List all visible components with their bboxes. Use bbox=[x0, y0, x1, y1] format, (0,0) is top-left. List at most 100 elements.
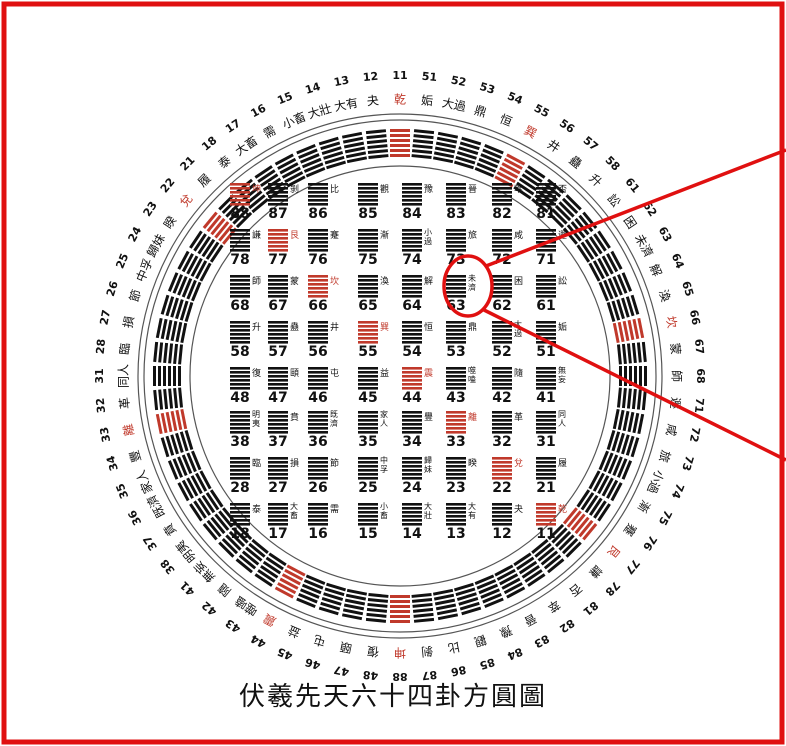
hexagram-name: 兌 bbox=[514, 458, 523, 469]
hexagram-number: 27 bbox=[268, 480, 287, 496]
ring-hexagram-name: 頤 bbox=[339, 639, 354, 655]
grid-hexagram: 坎66 bbox=[308, 275, 339, 314]
hexagram-name: 姤 bbox=[558, 321, 567, 333]
grid-hexagram: 兌22 bbox=[492, 457, 523, 496]
grid-hexagram: 震44 bbox=[402, 367, 433, 406]
hexagram-number: 37 bbox=[268, 434, 287, 450]
grid-hexagram: 恒54 bbox=[402, 321, 433, 360]
ring-inner-border bbox=[189, 165, 611, 587]
ring-hexagram-symbol bbox=[390, 129, 410, 157]
ring-hexagram-symbol bbox=[616, 387, 647, 411]
ring-hexagram-name: 中孚 bbox=[133, 256, 156, 284]
callout-line-lower bbox=[483, 308, 786, 462]
hexagram-symbol bbox=[358, 411, 378, 434]
hexagram-number: 58 bbox=[230, 344, 249, 360]
hexagram-name: 謙 bbox=[252, 229, 261, 241]
ring-hexagram-name: 鼎 bbox=[472, 103, 488, 120]
ring-hexagram-name: 觀 bbox=[472, 632, 488, 649]
ring-hexagram-number: 86 bbox=[449, 663, 467, 679]
ring-hexagram-name: 同人 bbox=[117, 364, 131, 388]
hexagram-number: 41 bbox=[536, 390, 555, 406]
hexagram-name: 訟 bbox=[558, 275, 567, 287]
hexagram-number: 35 bbox=[358, 434, 377, 450]
ring-hexagram-symbol bbox=[411, 129, 435, 160]
ring-hexagram-name: 需 bbox=[261, 123, 278, 141]
highlight-ellipse bbox=[442, 254, 494, 318]
ring-hexagram-symbol bbox=[513, 552, 546, 587]
ring-hexagram-number: 81 bbox=[581, 598, 601, 618]
hexagram-number: 36 bbox=[308, 434, 327, 450]
ring-hexagram-number: 15 bbox=[275, 89, 294, 107]
hexagram-number: 47 bbox=[268, 390, 287, 406]
ring-hexagram-symbol bbox=[612, 317, 645, 344]
hexagram-symbol bbox=[536, 183, 556, 206]
hexagram-symbol bbox=[308, 411, 328, 434]
hexagram-name: 需 bbox=[330, 504, 339, 515]
ring-hexagram-name: 履 bbox=[195, 171, 213, 189]
ring-hexagram-number: 68 bbox=[694, 368, 707, 383]
ring-hexagram-name: 井 bbox=[545, 137, 563, 155]
ring-hexagram-name: 益 bbox=[286, 623, 302, 641]
ring-hexagram-number: 31 bbox=[93, 368, 106, 383]
hexagram-name: 旅 bbox=[468, 229, 477, 241]
ring-hexagram-number: 77 bbox=[622, 557, 642, 577]
hexagram-name: 革 bbox=[514, 411, 523, 423]
hexagram-symbol bbox=[268, 503, 288, 526]
grid-hexagram: 節26 bbox=[308, 457, 339, 496]
grid-hexagram: 艮77 bbox=[268, 229, 299, 268]
ring-hexagram: 蠱57 bbox=[531, 134, 601, 214]
hexagram-number: 76 bbox=[308, 252, 327, 268]
grid-hexagram: 觀85 bbox=[358, 183, 389, 222]
hexagram-name: 頤 bbox=[290, 368, 299, 379]
ring-hexagram-symbol bbox=[318, 582, 347, 616]
ring-hexagram-number: 37 bbox=[141, 533, 160, 553]
ring-hexagram: 比86 bbox=[432, 588, 467, 679]
hexagram-symbol bbox=[446, 321, 466, 344]
hexagram-name: 中孚 bbox=[380, 455, 388, 474]
ring-hexagram-number: 45 bbox=[275, 645, 294, 663]
hexagram-name: 臨 bbox=[252, 457, 261, 469]
ring-hexagram-name: 渙 bbox=[656, 288, 673, 304]
ring-hexagram-name: 夬 bbox=[366, 93, 379, 108]
ring-hexagram: 姤51 bbox=[411, 70, 438, 160]
ring-hexagram-number: 24 bbox=[126, 224, 145, 244]
ring-hexagram-number: 74 bbox=[669, 481, 687, 500]
ring-hexagram-number: 32 bbox=[94, 397, 108, 414]
hexagram-symbol bbox=[402, 367, 422, 390]
grid-hexagram: 臨28 bbox=[230, 457, 261, 496]
ring-hexagram-name: 艮 bbox=[605, 542, 623, 560]
ring-hexagram-symbol bbox=[153, 387, 184, 411]
grid-hexagram: 晉83 bbox=[446, 183, 477, 222]
hexagram-name: 井 bbox=[330, 321, 339, 333]
hexagram-symbol bbox=[492, 229, 512, 252]
hexagram-number: 17 bbox=[268, 526, 287, 542]
ring-hexagram-symbol bbox=[177, 470, 212, 502]
hexagram-symbol bbox=[268, 457, 288, 480]
ring-hexagram-number: 16 bbox=[249, 101, 269, 120]
ring-hexagram-name: 隨 bbox=[215, 581, 234, 600]
grid-hexagram: 損27 bbox=[268, 457, 299, 496]
hexagram-number: 87 bbox=[268, 206, 287, 222]
hexagram-number: 66 bbox=[308, 298, 327, 314]
hexagram-symbol bbox=[268, 321, 288, 344]
grid-hexagram: 蹇76 bbox=[308, 229, 339, 268]
hexagram-symbol bbox=[402, 457, 422, 480]
grid-hexagram: 師68 bbox=[230, 275, 261, 314]
hexagram-number: 34 bbox=[402, 434, 422, 450]
ring-hexagram-number: 41 bbox=[178, 578, 198, 598]
grid-hexagram: 井56 bbox=[308, 321, 339, 360]
hexagram-name: 睽 bbox=[468, 457, 477, 469]
hexagram-number: 81 bbox=[536, 206, 555, 222]
hexagram-name: 比 bbox=[330, 183, 339, 195]
hexagram-name: 大畜 bbox=[290, 501, 298, 520]
hexagram-name: 震 bbox=[424, 368, 433, 379]
ring-hexagram-name: 蹇 bbox=[621, 521, 639, 539]
hexagram-name: 大過 bbox=[514, 319, 522, 338]
